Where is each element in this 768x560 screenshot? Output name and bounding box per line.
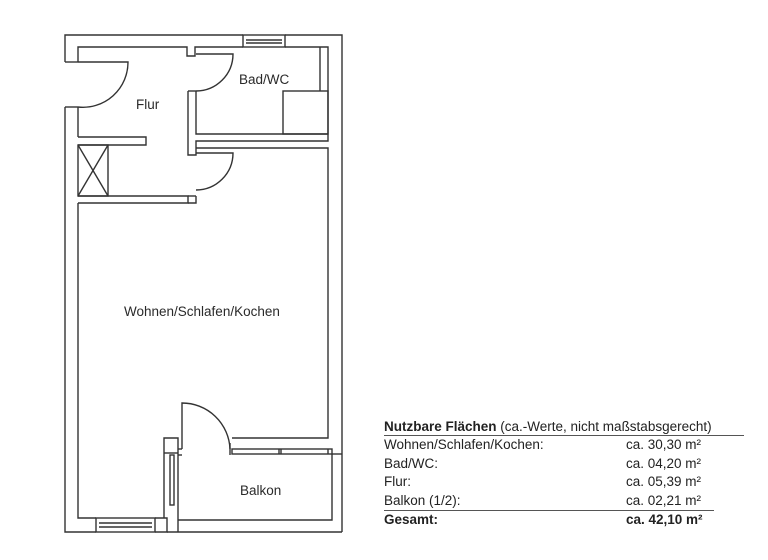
area-row-label: Balkon (1/2): xyxy=(384,492,461,508)
balcony-side xyxy=(163,437,182,532)
area-row-label: Flur: xyxy=(384,474,411,489)
area-rows: Wohnen/Schlafen/Kochen: ca. 30,30 m² Bad… xyxy=(384,436,714,530)
balcony-window xyxy=(231,448,342,455)
area-row-value: ca. 30,30 m² xyxy=(626,437,702,452)
entrance-door xyxy=(77,61,129,108)
flur-partition xyxy=(78,136,197,204)
area-table: Nutzbare Flächen (ca.-Werte, nicht maßst… xyxy=(384,419,744,530)
area-total-value: ca. 42,10 m² xyxy=(626,512,703,527)
area-row-value: ca. 04,20 m² xyxy=(626,455,702,471)
area-total-row: Gesamt: ca. 42,10 m² xyxy=(384,510,714,530)
bad-window xyxy=(242,34,286,48)
room-label-balkon: Balkon xyxy=(240,483,282,498)
area-row: Wohnen/Schlafen/Kochen: ca. 30,30 m² xyxy=(384,436,714,455)
area-row-label: Bad/WC: xyxy=(384,455,439,471)
bottom-window xyxy=(95,517,156,533)
area-row: Bad/WC: ca. 04,20 m² xyxy=(384,455,714,474)
area-row-label: Wohnen/Schlafen/Kochen: xyxy=(384,437,544,452)
living-room-door xyxy=(195,152,234,191)
area-row: Flur: ca. 05,39 m² xyxy=(384,473,714,492)
area-total-label: Gesamt: xyxy=(384,512,439,527)
room-label-wohnen: Wohnen/Schlafen/Kochen xyxy=(124,304,280,319)
area-table-title: Nutzbare Flächen (ca.-Werte, nicht maßst… xyxy=(384,419,744,436)
outer-wall xyxy=(64,34,343,533)
balcony-railing xyxy=(178,454,333,521)
shaft xyxy=(77,144,109,197)
room-label-flur: Flur xyxy=(136,97,160,112)
area-table-title-bold: Nutzbare Flächen xyxy=(384,419,497,434)
area-table-title-note: (ca.-Werte, nicht maßstabsgerecht) xyxy=(496,419,712,434)
area-row-value: ca. 05,39 m² xyxy=(626,474,702,489)
area-row: Balkon (1/2): ca. 02,21 m² xyxy=(384,492,714,511)
room-label-bad: Bad/WC xyxy=(239,72,290,87)
area-row-value: ca. 02,21 m² xyxy=(626,492,702,508)
balcony-door xyxy=(181,402,231,455)
bad-walls xyxy=(187,47,329,156)
living-room-walls xyxy=(196,147,329,439)
